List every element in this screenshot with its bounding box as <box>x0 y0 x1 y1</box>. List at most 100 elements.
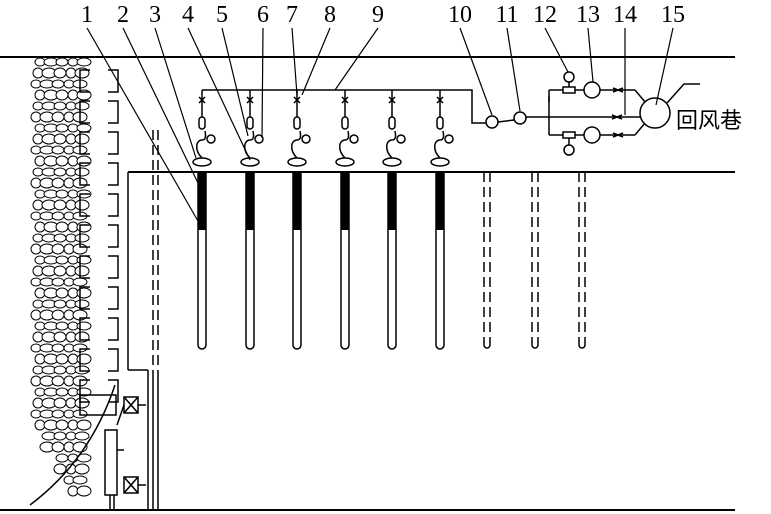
component-number-11: 11 <box>495 2 519 28</box>
rubble-stone <box>51 309 65 321</box>
orifice-plate <box>430 157 450 167</box>
rubble-stone <box>51 343 65 353</box>
rubble-stone <box>51 375 65 387</box>
rubble-stone <box>51 177 65 189</box>
rubble-stone <box>55 89 69 101</box>
rubble-stone <box>55 155 69 167</box>
leader-line-11 <box>506 27 521 112</box>
component-number-2: 2 <box>117 2 129 28</box>
gauge-icon <box>301 134 311 144</box>
rubble-stone <box>74 365 90 375</box>
vacuum-gauge-icon <box>563 71 575 83</box>
rubble-stone <box>76 221 92 233</box>
leader-line-3 <box>154 27 197 159</box>
orifice-plate <box>287 157 307 167</box>
rubble-stone <box>76 485 92 497</box>
rubble-stone <box>74 299 90 309</box>
component-number-8: 8 <box>324 2 336 28</box>
pump-valve <box>562 131 576 139</box>
hose <box>244 130 255 159</box>
component-number-10: 10 <box>448 2 472 28</box>
leader-line-4 <box>187 27 251 161</box>
borehole-seal <box>293 172 301 230</box>
rubble-stone <box>51 111 65 123</box>
support-end <box>79 394 117 416</box>
support-bracket <box>108 193 119 217</box>
leader-line-15 <box>655 27 674 106</box>
rubble-stone <box>76 57 92 67</box>
planned-borehole <box>483 344 491 349</box>
support-bracket <box>79 162 90 186</box>
support-bracket <box>108 286 119 310</box>
rubble-stone <box>53 331 67 343</box>
line <box>116 404 125 426</box>
gauge-icon <box>349 134 359 144</box>
rubble-stone <box>74 167 90 177</box>
support-bracket <box>108 317 119 341</box>
rubble-stone <box>51 79 65 89</box>
borehole <box>292 172 302 350</box>
support-bracket <box>79 348 90 372</box>
support-bracket <box>79 317 90 341</box>
exhaust-pipe <box>666 83 700 104</box>
support-bracket <box>108 100 119 124</box>
borehole <box>245 172 255 350</box>
rubble-stone <box>53 133 67 145</box>
planned-borehole <box>578 344 586 349</box>
pump-valve <box>562 86 576 94</box>
rubble-stone <box>53 167 67 177</box>
rubble-stone <box>76 321 92 331</box>
rubble-stone <box>51 243 65 255</box>
leader-line-12 <box>544 27 569 73</box>
component-number-9: 9 <box>372 2 384 28</box>
rubble-stone <box>55 123 69 133</box>
rubble-stone <box>76 255 92 265</box>
rubble-stone <box>74 463 90 475</box>
leader-line-6 <box>261 27 264 139</box>
component-number-13: 13 <box>576 2 600 28</box>
support-bracket <box>79 193 90 217</box>
rubble-stone <box>74 133 90 145</box>
borehole-seal <box>436 172 444 230</box>
rubble-stone <box>53 463 67 475</box>
leader-line-5 <box>221 27 249 137</box>
pipe <box>634 122 646 136</box>
rubble-stone <box>74 265 90 277</box>
component-number-4: 4 <box>182 2 194 28</box>
vacuum-gauge-icon <box>563 144 575 156</box>
support-bracket <box>79 69 90 93</box>
flowmeter <box>198 116 206 130</box>
rubble-stone <box>51 277 65 287</box>
orifice-plate <box>192 157 212 167</box>
component-number-14: 14 <box>613 2 637 28</box>
support-bracket <box>108 348 119 372</box>
borehole-seal <box>198 172 206 230</box>
gauge-icon <box>254 134 264 144</box>
component-number-15: 15 <box>661 2 685 28</box>
rubble-stone <box>74 199 90 211</box>
component-number-3: 3 <box>149 2 161 28</box>
borehole <box>387 172 397 350</box>
flowmeter <box>341 116 349 130</box>
hose <box>291 130 302 159</box>
pump-icon <box>583 126 601 144</box>
hose <box>339 130 350 159</box>
rubble-stone <box>55 287 69 299</box>
rubble-stone <box>55 419 69 431</box>
support-bracket <box>79 379 90 403</box>
rubble-stone <box>76 155 92 167</box>
borehole-seal <box>341 172 349 230</box>
flowmeter <box>246 116 254 130</box>
rubble-stone <box>55 453 69 463</box>
fan-icon <box>639 97 671 129</box>
flowmeter <box>293 116 301 130</box>
borehole <box>340 172 350 350</box>
rubble-stone <box>51 145 65 155</box>
support-bracket <box>108 224 119 248</box>
rubble-stone <box>72 475 88 485</box>
hose <box>386 130 397 159</box>
leader-line-1 <box>86 27 203 229</box>
rubble-stone <box>55 353 69 365</box>
